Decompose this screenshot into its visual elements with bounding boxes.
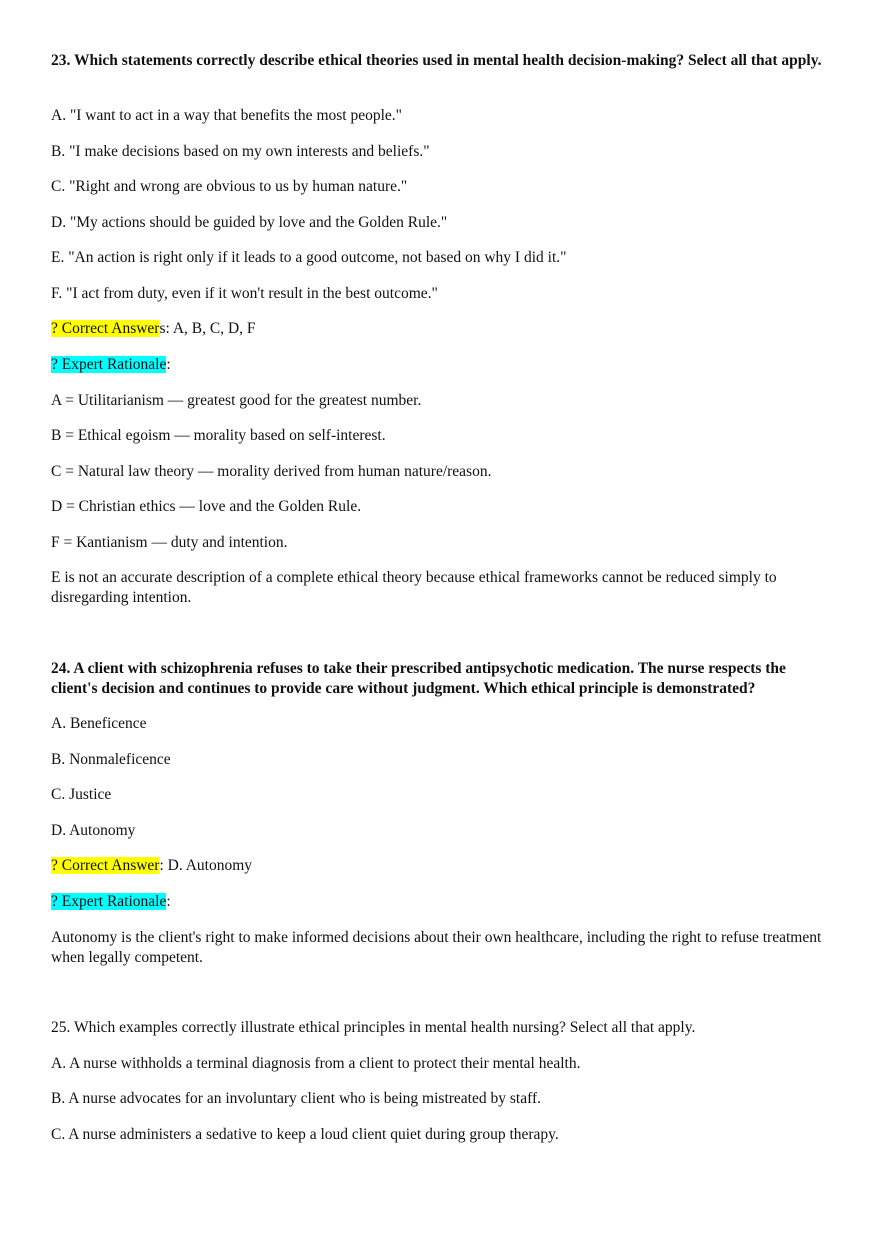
q23-option-e: E. "An action is right only if it leads … xyxy=(51,249,567,266)
q23-rationale-b: B = Ethical egoism — morality based on s… xyxy=(51,427,386,444)
expert-rationale-label: ? Expert Rationale xyxy=(51,356,167,373)
correct-answer-label: ? Correct Answer xyxy=(51,857,160,874)
q23-option-d: D. "My actions should be guided by love … xyxy=(51,214,448,231)
q23-option-c: C. "Right and wrong are obvious to us by… xyxy=(51,178,408,195)
q25-option-c: C. A nurse administers a sedative to kee… xyxy=(51,1126,559,1143)
expert-rationale-label: ? Expert Rationale xyxy=(51,893,167,910)
rationale-colon: : xyxy=(166,356,171,373)
q25-option-a: A. A nurse withholds a terminal diagnosi… xyxy=(51,1055,581,1072)
q23-option-f: F. "I act from duty, even if it won't re… xyxy=(51,285,438,302)
q24-option-b: B. Nonmaleficence xyxy=(51,751,171,768)
q23-rationale-d: D = Christian ethics — love and the Gold… xyxy=(51,498,362,515)
q23-option-b: B. "I make decisions based on my own int… xyxy=(51,143,430,160)
q24-option-a: A. Beneficence xyxy=(51,715,147,732)
q23-rationale-c: C = Natural law theory — morality derive… xyxy=(51,463,492,480)
q24-rationale-text: Autonomy is the client's right to make i… xyxy=(51,929,822,966)
q24-rationale-heading: ? Expert Rationale: xyxy=(51,892,831,912)
q23-rationale-heading: ? Expert Rationale: xyxy=(51,355,831,375)
correct-answer-label: ? Correct Answer xyxy=(51,320,160,337)
q23-correct-answer: ? Correct Answers: A, B, C, D, F xyxy=(51,319,831,339)
correct-answer-label-tail: s xyxy=(159,320,166,337)
q23-rationale-f: F = Kantianism — duty and intention. xyxy=(51,534,288,551)
q25-option-b: B. A nurse advocates for an involuntary … xyxy=(51,1090,542,1107)
correct-answer-value: : A, B, C, D, F xyxy=(165,320,256,337)
question-24-text: 24. A client with schizophrenia refuses … xyxy=(51,660,786,697)
q23-rationale-a: A = Utilitarianism — greatest good for t… xyxy=(51,392,422,409)
question-23-text: 23. Which statements correctly describe … xyxy=(51,52,822,69)
q23-rationale-e-note: E is not an accurate description of a co… xyxy=(51,569,777,606)
correct-answer-value: : D. Autonomy xyxy=(159,857,253,874)
q23-option-a: A. "I want to act in a way that benefits… xyxy=(51,107,402,124)
question-25-text: 25. Which examples correctly illustrate … xyxy=(51,1019,696,1036)
q24-option-c: C. Justice xyxy=(51,786,112,803)
q24-option-d: D. Autonomy xyxy=(51,822,136,839)
rationale-colon: : xyxy=(166,893,171,910)
q24-correct-answer: ? Correct Answer: D. Autonomy xyxy=(51,856,831,876)
